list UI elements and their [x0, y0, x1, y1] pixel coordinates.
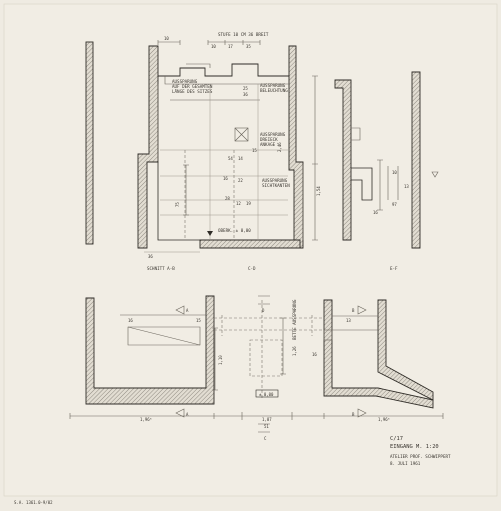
dim-97: 97: [392, 202, 397, 207]
dim-15: 15: [252, 148, 257, 153]
title-line1: C/17: [390, 436, 403, 442]
label-section-ef: E-F: [390, 266, 398, 271]
label-section-cd: C-D: [248, 266, 256, 271]
dim-109: 75: [175, 202, 180, 207]
dim-14: 14: [238, 156, 243, 161]
mark-c: B: [352, 308, 355, 313]
note-oberkante: OBERK. ± 0,00: [218, 228, 251, 233]
mark-b: A: [186, 412, 189, 417]
dim-196a: 1,96⁵: [140, 417, 152, 422]
plan-view: [69, 295, 444, 433]
label-section-ab: SCHNITT A-B: [147, 266, 175, 271]
dim-126: 1,26: [292, 346, 297, 356]
dim-top-1: 10: [211, 44, 216, 49]
title-block: C/17 EINGANG M. 1:20 ATELIER PROF. SCHWI…: [390, 436, 451, 466]
dim-19: 19: [246, 201, 251, 206]
mark-f: C: [264, 436, 267, 441]
dim-246: 2,46: [277, 142, 282, 152]
mark-e: D: [262, 308, 265, 313]
top-dimensions: [157, 40, 261, 45]
note-beleuchtung: AUSSPARUNG BELEUCHTUNG: [260, 83, 288, 93]
dim-25: 25: [243, 86, 248, 91]
dim-110: 1,10: [218, 355, 223, 365]
corner-note: S.A. 1361.0-9/02: [14, 500, 53, 505]
dim-16: 16: [223, 176, 228, 181]
plan-note: BETTE AUSSPARUNG: [292, 299, 297, 340]
section-ef: [334, 71, 439, 249]
dim-51b: 51: [264, 424, 269, 429]
note-sitzes-l3: LÄNGE DES SITZES: [172, 89, 213, 94]
dim-15b: 15: [196, 318, 201, 323]
mark-d: B: [352, 412, 355, 417]
section-ab: [85, 41, 94, 245]
top-note: STUFE 10 CM 36 BREIT: [218, 32, 269, 37]
note-ankage-l1: AUSSPARUNG: [260, 132, 286, 137]
note-ankage-l3: ANKAGE: [260, 142, 276, 147]
note-sitzes-l1: AUSSPARUNG: [172, 79, 198, 84]
dim-154: 1,54: [316, 186, 321, 196]
note-sitzes-l2: AUF DER GESAMTEN: [172, 84, 213, 89]
dim-187: 1,87: [262, 417, 272, 422]
dim-13b: 13: [346, 318, 351, 323]
note-beleuchtung-l1: AUSSPARUNG: [260, 83, 286, 88]
note-ankage-l2: DREIECK: [260, 137, 278, 142]
title-line2: EINGANG M. 1:20: [390, 444, 439, 450]
note-sichtkanten-l2: SICHTKANTEN: [262, 183, 290, 188]
dim-top-3: 35: [246, 44, 251, 49]
dim-16b: 16: [373, 210, 378, 215]
dim-top-10: 10: [164, 36, 169, 41]
note-beleuchtung-l2: BELEUCHTUNG: [260, 88, 288, 93]
dim-10: 10: [392, 170, 397, 175]
plan-level: ± 0,00: [259, 392, 274, 397]
mark-a: A: [186, 308, 189, 313]
dim-36a: 36: [243, 92, 248, 97]
note-sichtkanten-l1: AUSSPARUNG: [262, 178, 288, 183]
paper-background: [3, 3, 498, 497]
section-cd: [137, 45, 318, 249]
dim-28: 28: [225, 196, 230, 201]
dim-54: 54: [228, 156, 233, 161]
dim-22: 22: [238, 178, 243, 183]
dim-16c: 16: [128, 318, 133, 323]
dim-196b: 1,96⁵: [378, 417, 390, 422]
dim-36-section: 36: [148, 254, 153, 259]
dim-16d: 16: [312, 352, 317, 357]
note-sitzes: AUSSPARUNG AUF DER GESAMTEN LÄNGE DES SI…: [172, 79, 215, 94]
dim-top-2: 17: [228, 44, 233, 49]
note-ankage: AUSSPARUNG DREIECK ANKAGE: [260, 132, 288, 147]
title-line3: ATELIER PROF. SCHWIPPERT: [390, 454, 451, 459]
dim-12: 12: [236, 201, 241, 206]
title-line4: 8. JULI 1961: [390, 461, 421, 466]
dim-13: 13: [404, 184, 409, 189]
note-sichtkanten: AUSSPARUNG SICHTKANTEN: [262, 178, 290, 188]
